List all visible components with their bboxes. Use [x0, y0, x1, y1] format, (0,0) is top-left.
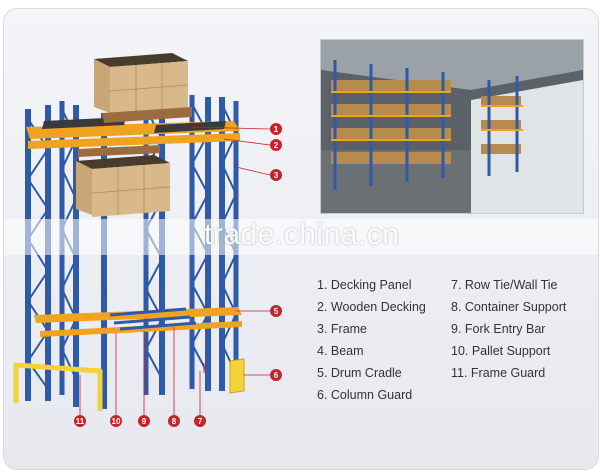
legend-item: 6. Column Guard: [317, 388, 413, 402]
legend-item: 2. Wooden Decking: [317, 300, 426, 314]
svg-text:6: 6: [274, 371, 279, 380]
callout-10: 10: [110, 415, 122, 427]
callout-1: 1: [270, 123, 282, 135]
legend-item: 1. Decking Panel: [317, 278, 412, 292]
callout-7: 7: [194, 415, 206, 427]
legend-item: 7. Row Tie/Wall Tie: [451, 278, 558, 292]
lower-beams: [34, 307, 242, 337]
legend-item: 11. Frame Guard: [451, 366, 546, 380]
legend-item: 3. Frame: [317, 322, 368, 336]
callout-3: 3: [270, 169, 282, 181]
svg-text:2: 2: [274, 141, 279, 150]
watermark-band: [4, 219, 598, 255]
callout-6: 6: [270, 369, 282, 381]
callout-leaders: [79, 126, 271, 415]
svg-text:8: 8: [172, 417, 177, 426]
legend-item: 4. Beam: [317, 344, 364, 358]
legend-item: 10. Pallet Support: [451, 344, 551, 358]
frame-guard: [13, 362, 103, 411]
callout-5: 5: [270, 305, 282, 317]
callout-markers: 1 2 3 5 6 11 10 9 8 7: [74, 123, 282, 427]
svg-text:7: 7: [198, 417, 203, 426]
svg-text:5: 5: [274, 307, 279, 316]
svg-text:1: 1: [274, 125, 279, 134]
watermark: trade.china.cn: [204, 218, 400, 251]
component-legend: 1. Decking Panel 2. Wooden Decking 3. Fr…: [317, 278, 587, 418]
legend-item: 9. Fork Entry Bar: [451, 322, 546, 336]
svg-text:3: 3: [274, 171, 279, 180]
svg-text:9: 9: [142, 417, 147, 426]
callout-8: 8: [168, 415, 180, 427]
warehouse-photo: [320, 39, 584, 214]
decking-panel-2: [154, 121, 226, 133]
product-panel: 1 2 3 5 6 11 10 9 8 7: [3, 8, 599, 470]
svg-text:11: 11: [76, 417, 85, 426]
middle-cartons: [76, 145, 171, 217]
callout-2: 2: [270, 139, 282, 151]
legend-item: 8. Container Support: [451, 300, 567, 314]
callout-11: 11: [74, 415, 86, 427]
svg-text:10: 10: [112, 417, 121, 426]
legend-item: 5. Drum Cradle: [317, 366, 402, 380]
callout-9: 9: [138, 415, 150, 427]
top-cartons: [94, 53, 192, 123]
column-guard: [229, 358, 245, 394]
drum-cradle: [109, 307, 197, 331]
